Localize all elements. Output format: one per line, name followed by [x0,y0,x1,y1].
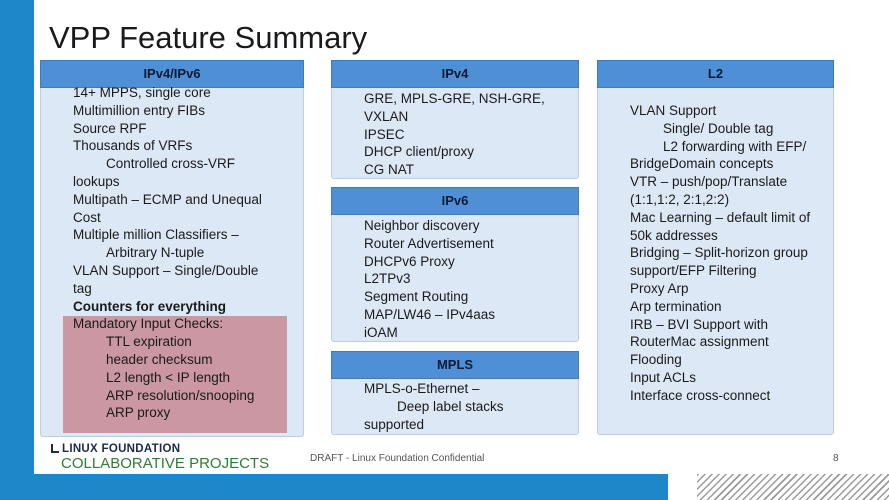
list-item: lookups [73,173,120,189]
list-item: RouterMac assignment [630,334,769,350]
list-item: 50k addresses [630,227,718,243]
list-item: Interface cross-connect [630,387,771,403]
list-item: Mac Learning – default limit of [630,209,811,225]
slide-title: VPP Feature Summary [49,20,368,55]
list-item: CG NAT [364,162,414,178]
list-item: Proxy Arp [630,280,689,296]
linux-foundation-logo-icon [51,444,59,453]
list-item: Multimillion entry FIBs [73,102,206,118]
list-item: Router Advertisement [364,235,494,251]
list-item: ARP resolution/snooping [106,387,255,403]
list-item: DHCPv6 Proxy [364,253,455,269]
list-item: Single/ Double tag [663,120,774,136]
list-item: Arbitrary N-tuple [106,245,205,261]
list-item: iOAM [364,324,398,340]
list-item: Bridging – Split-horizon group [630,245,808,261]
page-number: 8 [833,453,839,464]
ipv6-panel [331,212,579,342]
bottom-accent-bar [0,474,668,500]
list-item: Cost [73,209,101,225]
striped-pattern [697,474,889,500]
list-item: Controlled cross-VRF [106,156,236,172]
mpls-list: MPLS-o-Ethernet – Deep label stacks suppor… [364,380,504,433]
confidential-footer: DRAFT - Linux Foundation Confidential [310,453,485,464]
list-item: VXLAN [364,108,409,124]
list-item: supported [364,416,425,432]
list-item: Thousands of VRFs [73,138,193,154]
ipv4-list: GRE, MPLS-GRE, NSH-GRE, VXLAN IPSEC DHCP cl… [364,90,545,179]
left-accent-bar [0,0,34,500]
l2-panel [597,85,834,435]
logo-line2: COLLABORATIVE PROJECTS [61,455,270,472]
list-item: L2 forwarding with EFP/ [663,138,807,154]
list-item: Mandatory Input Checks: [73,316,224,332]
list-item: Counters for everything [73,298,227,314]
list-item: tag [73,280,92,296]
list-item: IRB – BVI Support with [630,316,769,332]
list-item: MPLS-o-Ethernet – [364,381,480,396]
logo-line1: LINUX FOUNDATION [62,443,181,455]
list-item: BridgeDomain concepts [630,156,774,172]
list-item: Multipath – ECMP and Unequal [73,191,262,207]
list-item: L2TPv3 [364,271,411,287]
list-item: TTL expiration [106,334,192,350]
ipv4-panel [331,85,579,179]
l2-header: L2 [597,60,834,88]
list-item: Neighbor discovery [364,218,480,233]
mpls-header: MPLS [331,351,579,379]
list-item: Input ACLs [630,369,697,385]
list-item: L2 length < IP length [106,369,230,385]
list-item: support/EFP Filtering [630,263,757,279]
ipv4-header: IPv4 [331,60,579,88]
ipv4ipv6-header: IPv4/IPv6 [40,60,304,88]
list-item: ARP proxy [106,405,171,421]
list-item: VLAN Support [630,103,717,118]
list-item: Flooding [630,352,682,368]
mandatory-checks-highlight [63,316,287,433]
list-item: Multiple million Classifiers – [73,227,239,243]
list-item: VLAN Support – Single/Double [73,262,259,278]
mpls-panel [331,375,579,435]
list-item: Source RPF [73,120,147,136]
list-item: 14+ MPPS, single core [73,85,211,100]
list-item: (1:1,1:2, 2:1,2:2) [630,191,730,207]
ipv6-header: IPv6 [331,187,579,215]
list-item: Deep label stacks [397,398,504,414]
list-item: GRE, MPLS-GRE, NSH-GRE, [364,91,545,106]
list-item: IPSEC [364,126,405,142]
list-item: MAP/LW46 – IPv4aas [364,306,496,322]
list-item: Arp termination [630,298,722,314]
list-item: header checksum [106,351,213,367]
list-item: VTR – push/pop/Translate [630,174,788,190]
list-item: DHCP client/proxy [364,144,475,160]
list-item: Segment Routing [364,289,469,305]
